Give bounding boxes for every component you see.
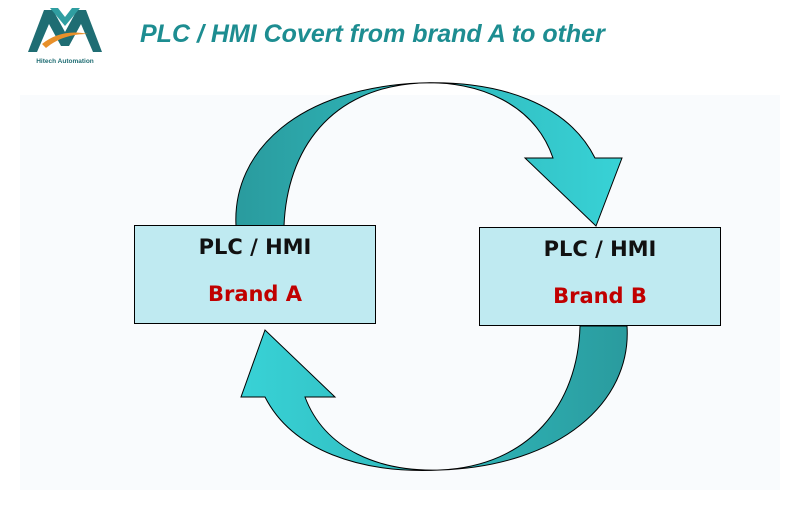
brand-b-box-title: PLC / HMI [543, 237, 657, 261]
brand-a-box: PLC / HMI Brand A [134, 225, 376, 324]
logo-caption: Hitech Automation [36, 58, 94, 65]
brand-b-label: Brand B [553, 284, 647, 308]
brand-a-box-title: PLC / HMI [198, 235, 312, 259]
bottom-curved-arrow [240, 325, 628, 471]
company-logo: Hitech Automation [20, 0, 135, 95]
brand-b-box: PLC / HMI Brand B [479, 227, 721, 326]
hitech-logo-icon [28, 8, 102, 52]
brand-a-label: Brand A [207, 282, 303, 306]
page-title: PLC / HMI Covert from brand A to other [140, 20, 605, 48]
top-curved-arrow [235, 82, 623, 227]
